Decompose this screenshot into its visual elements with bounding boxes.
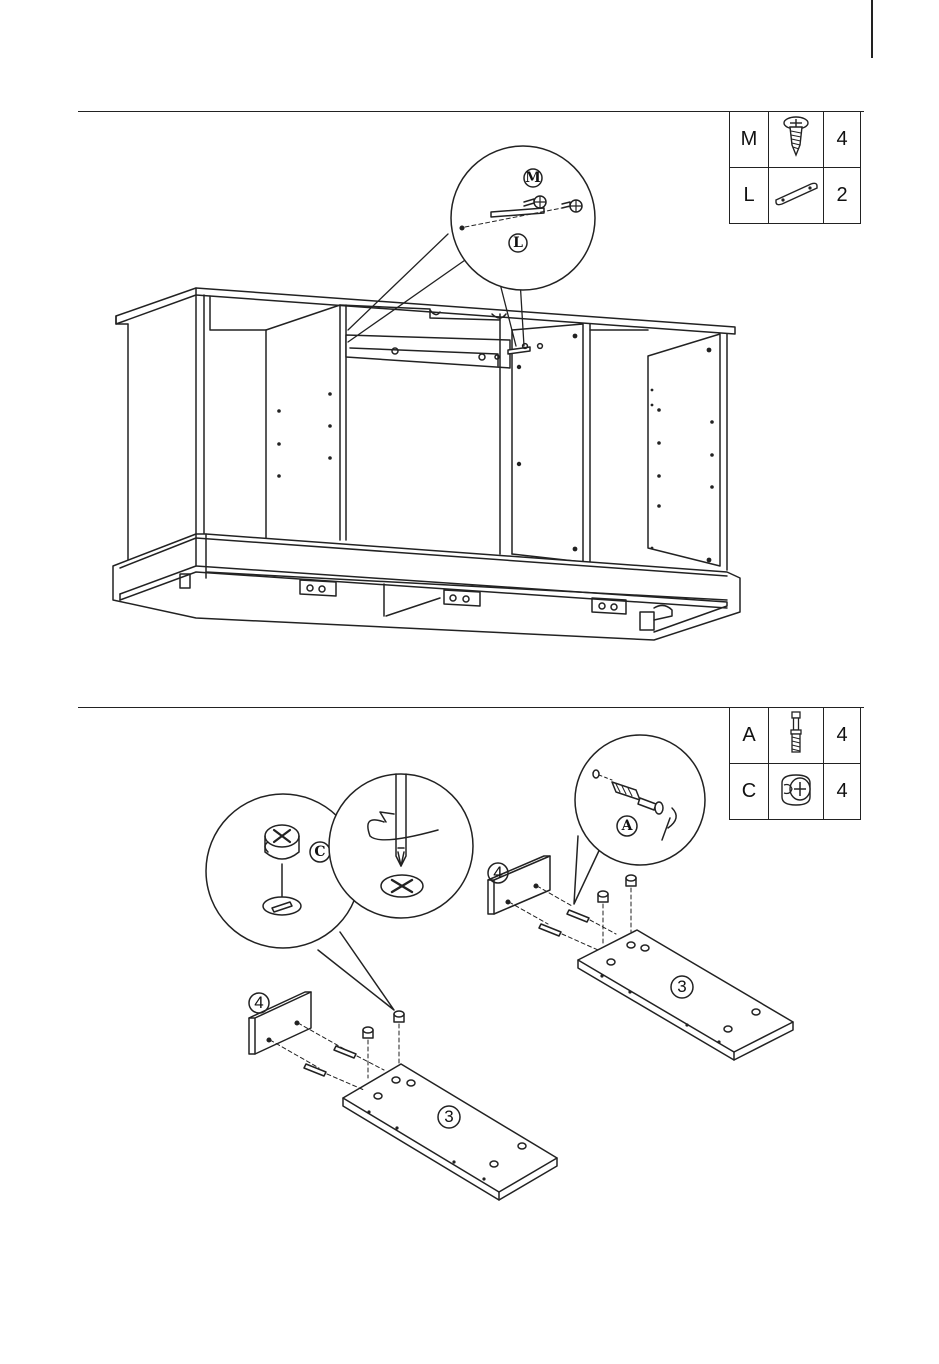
cabinet-illustration xyxy=(113,234,740,640)
callout-label-bolt: A xyxy=(622,818,633,834)
callout-label-plate: L xyxy=(513,235,523,251)
panel-label-upright-right: 4 xyxy=(493,863,502,883)
detail-callout-screwdriver xyxy=(329,774,473,918)
panel-label-board-right: 3 xyxy=(677,977,686,997)
panel-label-upright-left: 4 xyxy=(254,993,263,1013)
callout-label-screw: M xyxy=(525,170,541,186)
panel-label-board-left: 3 xyxy=(444,1107,453,1127)
detail-callout-bolt xyxy=(574,735,705,904)
upright-4-right xyxy=(488,856,636,950)
callout-label-cam: C xyxy=(314,844,325,860)
board-3-left xyxy=(343,1064,557,1200)
detail-callout-step1 xyxy=(451,146,595,290)
